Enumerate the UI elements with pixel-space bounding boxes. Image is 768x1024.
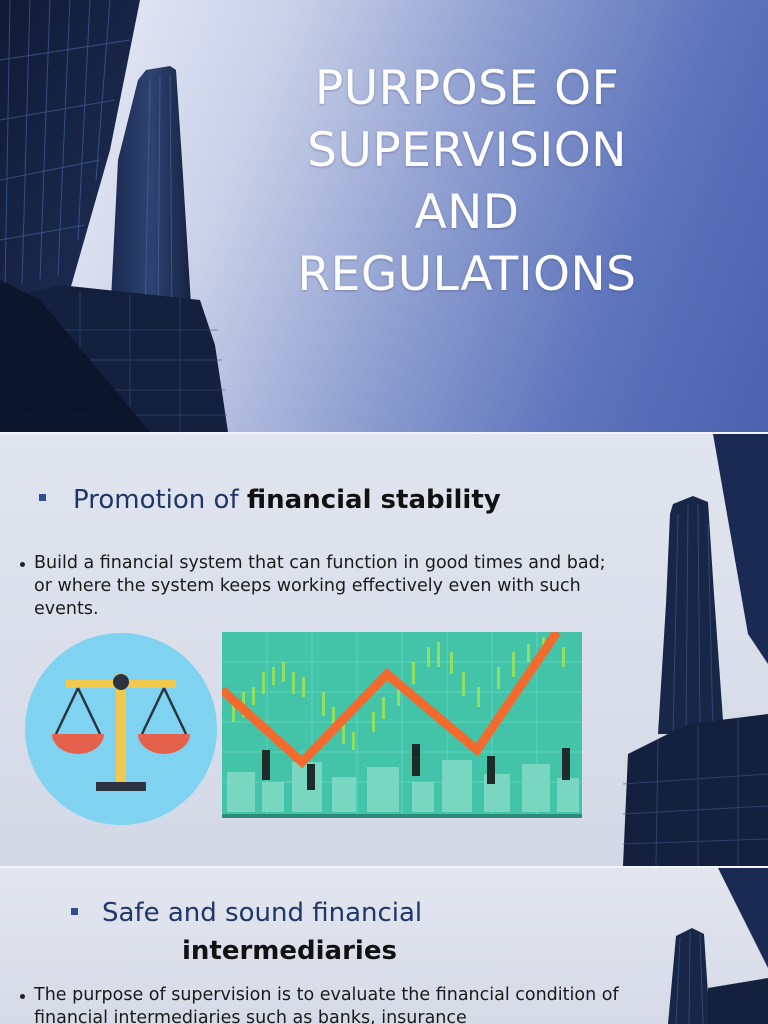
- slide-financial-stability: Promotion of financial stability Build a…: [0, 434, 768, 866]
- bullet-dot: [20, 994, 25, 999]
- slide3-heading-line1: Safe and sound financial: [102, 898, 423, 928]
- heading-prefix: Promotion of: [73, 485, 247, 515]
- title-line-3: AND: [414, 185, 520, 240]
- slide3-heading-line2: intermediaries: [182, 936, 397, 966]
- heading-emphasis: financial stability: [246, 485, 501, 515]
- balance-scale-icon: [25, 633, 217, 825]
- slide3-bullet-text: The purpose of supervision is to evaluat…: [34, 985, 619, 1024]
- slide-divider: [0, 866, 768, 868]
- heading-bullet: [39, 494, 46, 501]
- market-zigzag-illustration: [222, 632, 582, 818]
- skyscraper-photo-left: [0, 0, 228, 432]
- skyscraper-photo-right: [622, 434, 768, 866]
- title-line-2: SUPERVISION: [307, 123, 627, 178]
- title-line-4: REGULATIONS: [297, 247, 637, 302]
- bullet-dot: [20, 562, 25, 567]
- slide2-heading: Promotion of financial stability: [73, 484, 501, 516]
- slide-safe-intermediaries: Safe and sound financial intermediaries …: [0, 868, 768, 1024]
- slide-title: PURPOSE OF SUPERVISION AND REGULATIONS: [0, 0, 768, 432]
- skyscraper-photo-right: [668, 868, 768, 1024]
- slide2-bullet-text: Build a financial system that can functi…: [34, 553, 606, 619]
- title-line-1: PURPOSE OF: [314, 61, 620, 116]
- slide-divider: [0, 432, 768, 434]
- slide-title-heading: PURPOSE OF SUPERVISION AND REGULATIONS: [262, 58, 672, 306]
- heading-bullet: [71, 908, 78, 915]
